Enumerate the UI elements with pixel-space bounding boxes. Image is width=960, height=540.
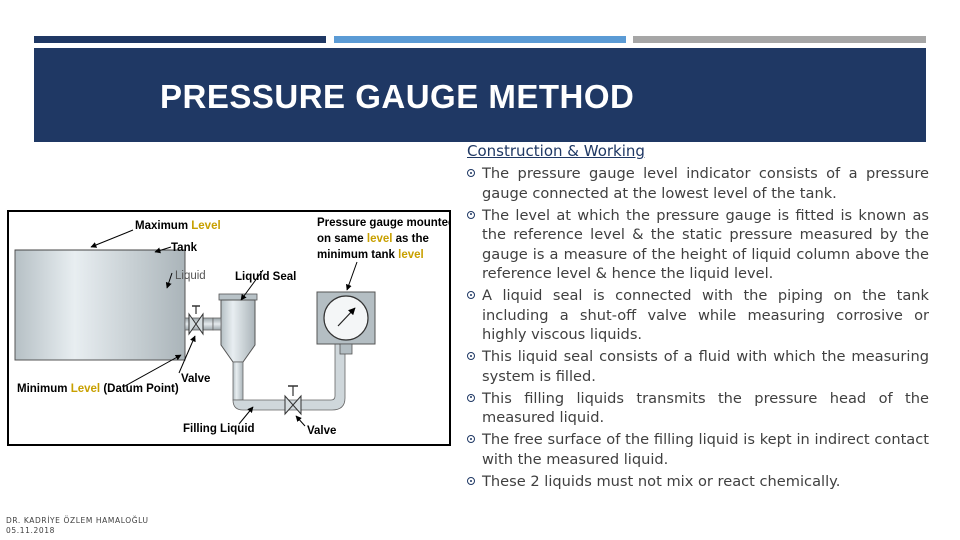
section-subtitle: Construction & Working <box>467 142 645 160</box>
label-liquid: Liquid <box>175 270 206 282</box>
liquid-seal-vessel <box>212 293 258 363</box>
bullet-text: This liquid seal consists of a fluid wit… <box>482 348 929 385</box>
bullet-list: The pressure gauge level indicator consi… <box>467 164 929 494</box>
bullet-icon <box>467 393 475 402</box>
leader-arrows <box>90 229 358 427</box>
footer-author: DR. KADRİYE ÖZLEM HAMALOĞLU <box>6 516 149 525</box>
tank-shape <box>14 249 186 361</box>
bullet-icon <box>467 169 475 177</box>
bullet-item: These 2 liquids must not mix or react ch… <box>467 472 929 492</box>
bullet-item: The free surface of the filling liquid i… <box>467 430 929 469</box>
accent-bar-navy <box>34 36 326 43</box>
label-maximum-level: Maximum Level <box>135 220 221 232</box>
bullet-icon <box>467 435 475 444</box>
u-pipe <box>232 329 346 411</box>
bullet-item: The level at which the pressure gauge is… <box>467 206 929 284</box>
footer-date: 05.11.2018 <box>6 526 55 535</box>
label-pressure-gauge-2: on same level as the <box>317 233 429 245</box>
label-minimum-level: Minimum Level (Datum Point) <box>17 383 179 395</box>
bullet-text: These 2 liquids must not mix or react ch… <box>482 473 841 491</box>
slide-title: PRESSURE GAUGE METHOD <box>160 78 635 115</box>
bullet-icon <box>467 352 475 361</box>
bullet-item: This filling liquids transmits the press… <box>467 389 929 428</box>
bullet-text: This filling liquids transmits the press… <box>482 389 929 427</box>
bullet-text: The free surface of the filling liquid i… <box>482 431 929 468</box>
label-filling-liquid: Filling Liquid <box>183 423 255 435</box>
valve-icon <box>188 305 204 336</box>
bullet-item: The pressure gauge level indicator consi… <box>467 164 929 203</box>
pressure-gauge-icon <box>316 291 376 355</box>
bullet-item: This liquid seal consists of a fluid wit… <box>467 347 929 386</box>
bullet-text: A liquid seal is connected with the pipi… <box>482 287 929 344</box>
label-pressure-gauge-1: Pressure gauge mounted <box>317 217 451 229</box>
bullet-icon <box>467 477 475 486</box>
footer: DR. KADRİYE ÖZLEM HAMALOĞLU 05.11.2018 <box>6 516 149 536</box>
accent-bar-blue <box>334 36 626 43</box>
label-valve: Valve <box>181 373 210 385</box>
bullet-icon <box>467 291 475 300</box>
title-band: PRESSURE GAUGE METHOD <box>34 48 926 142</box>
label-pressure-gauge-3: minimum tank level <box>317 249 424 261</box>
valve-icon <box>284 385 302 416</box>
label-valve-2: Valve <box>307 425 336 437</box>
label-tank: Tank <box>171 242 198 254</box>
accent-bar-gray <box>633 36 926 43</box>
bullet-item: A liquid seal is connected with the pipi… <box>467 286 929 345</box>
label-liquid-seal: Liquid Seal <box>235 271 296 283</box>
pressure-gauge-diagram: Maximum Level Tank Liquid Liquid Seal Pr… <box>7 210 451 446</box>
bullet-text: The pressure gauge level indicator consi… <box>482 165 929 202</box>
bullet-text: The level at which the pressure gauge is… <box>482 206 929 283</box>
bullet-icon <box>467 210 475 219</box>
